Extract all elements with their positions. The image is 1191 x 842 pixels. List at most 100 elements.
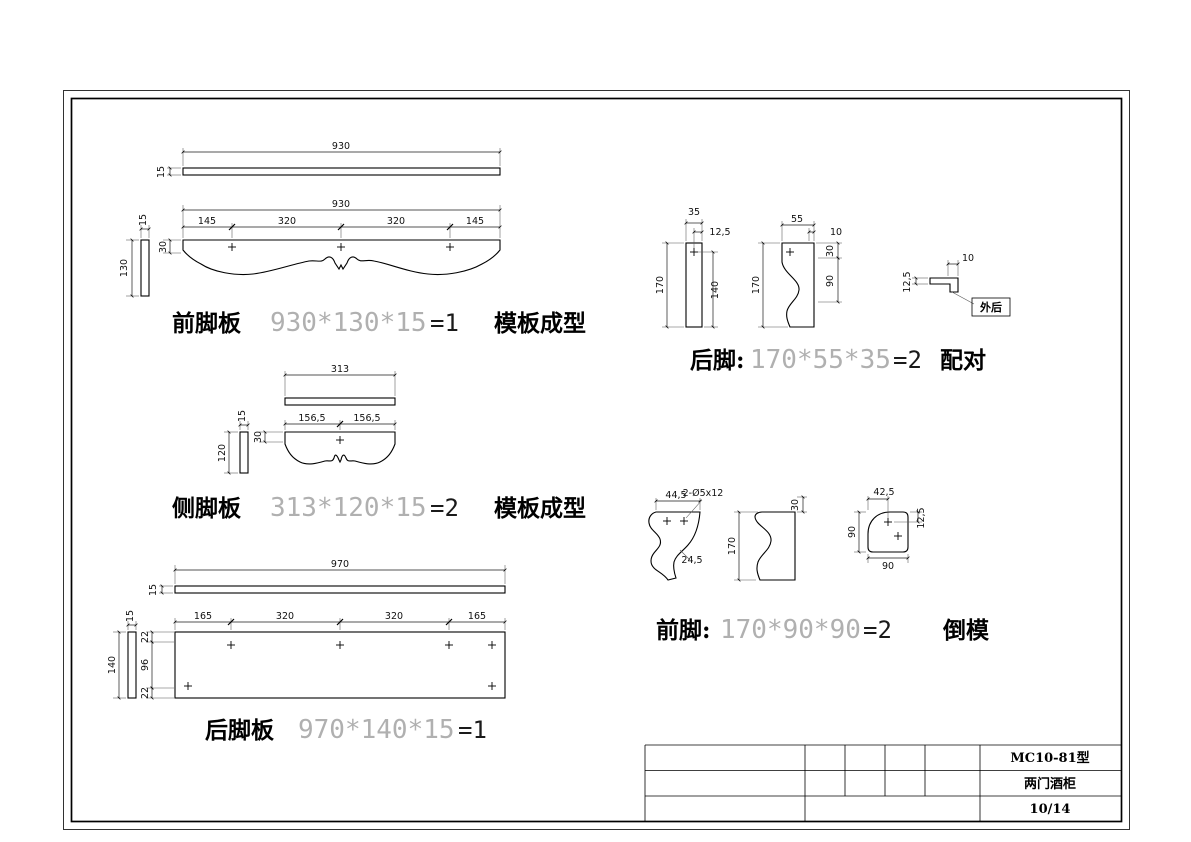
- front-plate-front-view: 930 145 320 320 145 30: [158, 199, 502, 276]
- detail-tag-text: 外后: [979, 300, 1002, 314]
- rear-plate-outline: [174, 631, 506, 699]
- rear-foot-detail-outline: [929, 277, 959, 293]
- dim-text-width: 44,5: [665, 490, 686, 501]
- side-plate-side-outline: [239, 431, 249, 474]
- part-front-foot: 44,5 2-Ø5x12 24,5 30 170 42,5 12,5 90: [648, 487, 990, 645]
- rear-foot-detail-view: 10 12,5 外后: [902, 253, 1011, 317]
- rear-foot-side-outline: [781, 242, 815, 328]
- part-label: 后脚板: [205, 717, 275, 744]
- note-text: 倒模: [942, 617, 990, 644]
- note-text: 配对: [940, 347, 986, 374]
- dim-text-segment: 145: [466, 216, 484, 227]
- rear-plate-edge-outline: [174, 585, 506, 594]
- rear-plate-front-view: 165 320 320 165: [173, 611, 507, 699]
- dim-text-toe: 24,5: [681, 555, 702, 566]
- rear-plate-edge-view: 970 15: [148, 559, 507, 596]
- front-plate-apron-outline: [182, 239, 501, 276]
- front-foot-side-outline: [754, 511, 796, 581]
- qty-text: =2: [863, 616, 892, 644]
- dim-text-hole-x: 42,5: [873, 487, 894, 498]
- detail-tag-box: [971, 297, 1011, 317]
- dim-text-plan-width: 90: [882, 561, 894, 572]
- dim-text-edge-depth: 30: [253, 431, 264, 443]
- part-front-plate: 930 15 930 145 320 320 145 30: [119, 141, 586, 338]
- spec-text: 930*130*15: [270, 308, 427, 338]
- dim-text-segment: 156,5: [353, 413, 380, 424]
- title-page-number: 10/14: [1030, 802, 1071, 817]
- title-model: MC10-81型: [1010, 750, 1089, 766]
- front-plate-edge-view: 930 15: [156, 141, 502, 178]
- spec-text: 313*120*15: [270, 493, 427, 523]
- part-label: 侧脚板: [172, 495, 242, 522]
- part-rear-plate: 970 15 165 320 320 165 15: [107, 559, 507, 745]
- part-label: 后脚:: [690, 347, 745, 374]
- dim-text-length: 313: [331, 364, 349, 375]
- front-plate-caption: 前脚板 930*130*15 =1 模板成型: [172, 308, 586, 338]
- dim-text-segment: 165: [194, 611, 212, 622]
- rear-plate-side-outline: [127, 631, 137, 699]
- side-plate-edge-view: 313: [283, 364, 397, 406]
- dim-text-length: 930: [332, 199, 350, 210]
- dim-text-height: 170: [751, 276, 762, 294]
- dim-text-height: 120: [217, 444, 228, 462]
- note-text: 模板成型: [494, 495, 586, 522]
- rear-foot-front-view: 35 12,5 170 140: [655, 207, 731, 329]
- part-rear-foot: 35 12,5 170 140 55 10 30 90 170: [655, 207, 1011, 375]
- rear-foot-caption: 后脚: 170*55*35 =2 配对: [690, 345, 986, 375]
- dim-text-height: 170: [655, 276, 666, 294]
- qty-text: =1: [430, 309, 459, 337]
- dim-text-thickness: 15: [148, 584, 159, 596]
- side-plate-caption: 侧脚板 313*120*15 =2 模板成型: [172, 493, 586, 523]
- front-foot-plan-outline: [867, 511, 909, 553]
- dim-text-segment: 156,5: [298, 413, 325, 424]
- dim-text-width: 55: [791, 214, 803, 225]
- dim-text-segment: 320: [278, 216, 296, 227]
- dim-text-segment: 145: [198, 216, 216, 227]
- part-side-plate: 313 156,5 156,5 30 15 120 侧脚板 313*120*15…: [172, 364, 586, 523]
- side-plate-edge-outline: [284, 397, 396, 406]
- note-text: 模板成型: [494, 310, 586, 337]
- qty-text: =1: [458, 716, 487, 744]
- rear-plate-side-view: 15 22 96 22 140: [107, 610, 174, 700]
- dim-text-thickness: 15: [237, 410, 248, 422]
- qty-text: =2: [430, 494, 459, 522]
- dim-text-hole-y: 12,5: [916, 507, 927, 528]
- dim-text-inner-height: 140: [710, 281, 721, 299]
- dim-text-length: 930: [332, 141, 350, 152]
- sheet-frame: [63, 90, 1130, 830]
- title-block: MC10-81型 两门酒柜 10/14: [644, 744, 1122, 822]
- hole-callout-text: 2-Ø5x12: [683, 488, 724, 499]
- dim-text-segment: 320: [276, 611, 294, 622]
- rear-foot-side-view: 55 10 30 90 170: [751, 214, 842, 329]
- front-plate-edge-outline: [182, 167, 501, 176]
- spec-text: 970*140*15: [298, 715, 455, 745]
- dim-text-height: 130: [119, 259, 130, 277]
- dim-text-segment: 320: [387, 216, 405, 227]
- dim-text-width: 35: [688, 207, 700, 218]
- dim-text-band: 96: [140, 659, 151, 671]
- spec-text: 170*55*35: [750, 345, 891, 375]
- dim-text-width: 10: [962, 253, 974, 264]
- front-foot-plan-view: 42,5 12,5 90 90: [847, 487, 927, 572]
- spec-text: 170*90*90: [720, 615, 861, 645]
- front-foot-profile-outline: [648, 511, 701, 581]
- dim-text-thickness: 15: [125, 610, 136, 622]
- front-plate-side-outline: [140, 239, 150, 297]
- dim-text-length: 970: [331, 559, 349, 570]
- dim-text-thickness: 15: [156, 166, 167, 178]
- dim-text-hole-offset: 12,5: [709, 227, 730, 238]
- side-plate-apron-outline: [284, 431, 396, 465]
- dim-text-band: 22: [140, 687, 151, 699]
- dim-text-segment: 165: [468, 611, 486, 622]
- side-plate-front-view: 156,5 156,5 30: [253, 413, 397, 465]
- dim-text-thickness: 15: [138, 214, 149, 226]
- dim-text-height: 170: [727, 537, 738, 555]
- dim-text-height: 140: [107, 656, 118, 674]
- frame-inner-border: [70, 97, 1123, 823]
- frame-outer-border: [63, 90, 1130, 830]
- part-label: 前脚:: [656, 617, 711, 644]
- dim-text-top: 30: [825, 245, 836, 257]
- dim-text-plan-depth: 90: [847, 526, 858, 538]
- dim-text-offset: 12,5: [902, 271, 913, 292]
